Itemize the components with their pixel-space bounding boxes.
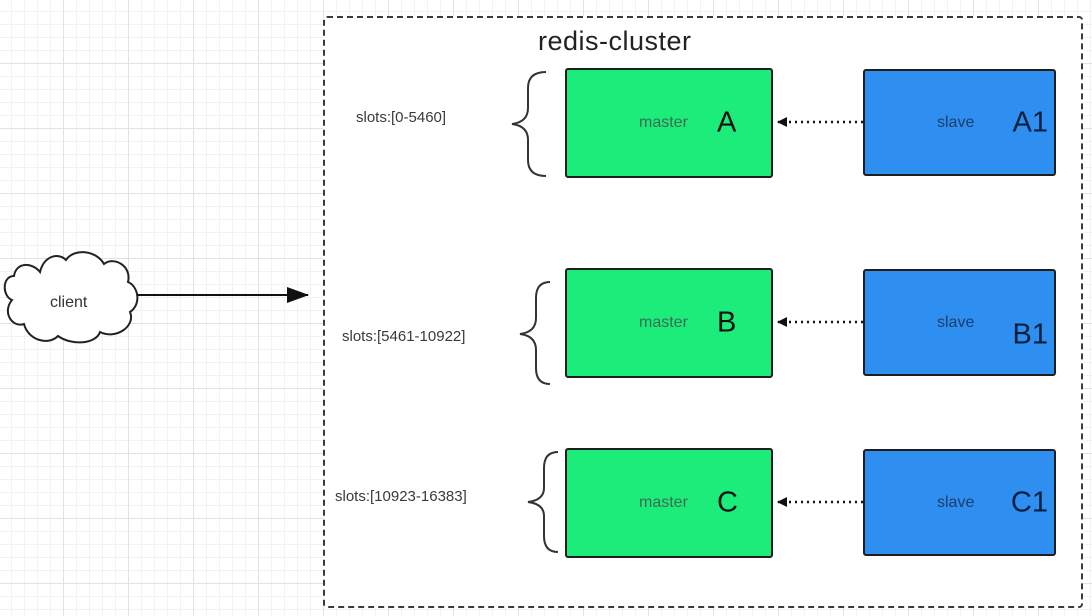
master-node-b: master B bbox=[565, 268, 773, 378]
master-node-c: master C bbox=[565, 448, 773, 558]
slots-label-a: slots:[0-5460] bbox=[356, 109, 447, 126]
slots-brace-b bbox=[519, 281, 551, 385]
master-letter: B bbox=[717, 306, 737, 339]
slave-role-label: slave bbox=[937, 313, 975, 331]
master-node-a: master A bbox=[565, 68, 773, 178]
slave-node-a1: slave A1 bbox=[863, 69, 1056, 176]
master-letter: C bbox=[717, 486, 738, 519]
master-role-label: master bbox=[639, 494, 688, 511]
slave-letter: B1 bbox=[1012, 318, 1048, 351]
slots-label-c: slots:[10923-16383] bbox=[335, 488, 467, 505]
slots-label-b: slots:[5461-10922] bbox=[342, 328, 466, 345]
slave-letter: A1 bbox=[1012, 106, 1048, 138]
master-letter: A bbox=[717, 106, 737, 139]
cluster-title: redis-cluster bbox=[538, 26, 692, 56]
slave-role-label: slave bbox=[937, 113, 975, 131]
master-role-label: master bbox=[639, 114, 688, 131]
slave-role-label: slave bbox=[937, 493, 975, 511]
client-cloud-icon bbox=[3, 251, 139, 344]
slots-brace-a bbox=[511, 71, 547, 177]
client-label: client bbox=[50, 294, 88, 311]
slave-node-b1: slave B1 bbox=[863, 269, 1056, 376]
slave-node-c1: slave C1 bbox=[863, 449, 1056, 556]
master-role-label: master bbox=[639, 314, 688, 331]
slots-brace-c bbox=[527, 451, 559, 553]
slave-letter: C1 bbox=[1010, 486, 1048, 518]
